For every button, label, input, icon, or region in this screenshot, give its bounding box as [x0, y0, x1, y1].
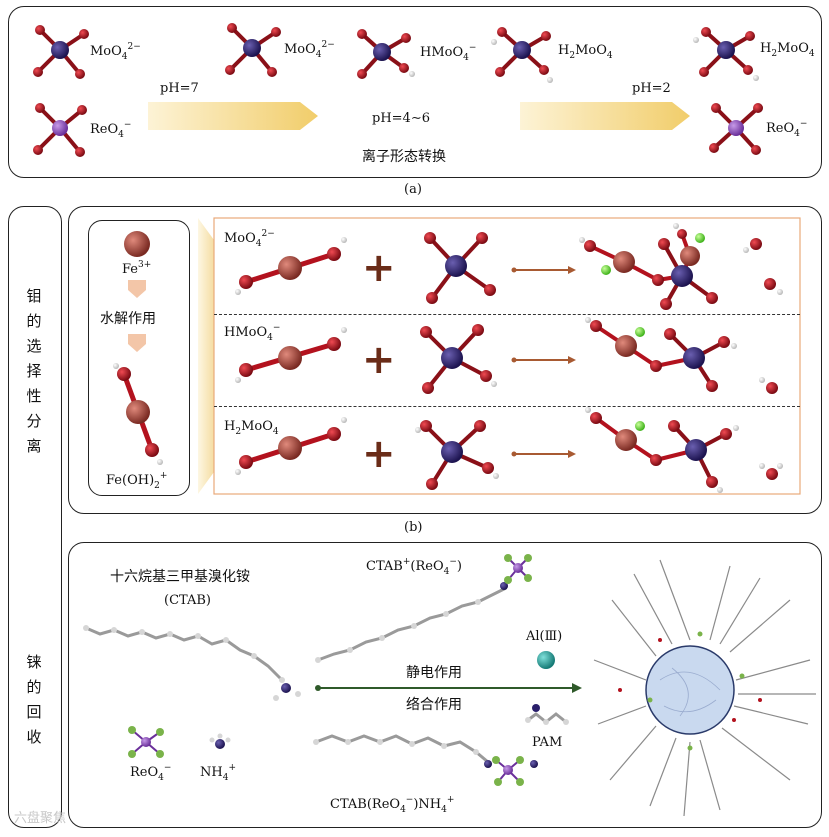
- panel-a-title: 离子形态转换: [362, 149, 446, 165]
- row3-label: H2MoO4: [224, 419, 279, 437]
- side-top-char: 分: [26, 412, 42, 430]
- label-ctab-name: 十六烷基三甲基溴化铵: [110, 569, 250, 585]
- hmoo4-molecule-a: [357, 29, 415, 79]
- label-complexation: 络合作用: [406, 697, 462, 713]
- label-moo4-a2: MoO42−: [284, 40, 335, 60]
- row3-plus: +: [362, 431, 396, 477]
- caption-b: (b): [404, 520, 423, 535]
- label-ph2: pH=2: [632, 81, 671, 96]
- row1-plus: +: [362, 245, 396, 291]
- side-bottom-char: 的: [26, 678, 42, 696]
- hydrolysis-arrow-1: [128, 280, 146, 298]
- moo4-molecule-a1: [33, 25, 89, 79]
- label-reo4-a1: ReO4−: [90, 120, 132, 140]
- label-electrostatic: 静电作用: [406, 665, 462, 681]
- label-feoh2: Fe(OH)2+: [106, 471, 168, 491]
- row1-product: [579, 223, 718, 310]
- row-divider-1: [214, 314, 800, 315]
- panel-c: [68, 542, 822, 828]
- label-ctab-reo4-nh4: CTAB(ReO4−)NH4+: [330, 795, 455, 815]
- row1-water-1: [743, 238, 762, 253]
- label-ph7: pH=7: [160, 81, 199, 96]
- nh4-molecule: [209, 733, 231, 749]
- label-h2moo4-a2: H2MoO4: [760, 41, 815, 59]
- fe-column-box: [88, 220, 190, 496]
- row3-water: [759, 463, 783, 480]
- row1-reaction-arrow: [511, 266, 576, 274]
- side-top-char: 的: [26, 312, 42, 330]
- row2-label: HMoO4−: [224, 323, 281, 343]
- row1-water-2: [764, 278, 783, 295]
- h2moo4-molecule-a1: [491, 27, 553, 83]
- panel-a: [8, 6, 822, 178]
- side-top-char: 选: [26, 337, 42, 355]
- green-arrow: [315, 683, 582, 693]
- moo4-molecule-a2: [225, 23, 281, 77]
- side-top-char: 钼: [26, 287, 42, 305]
- row2-plus: +: [362, 337, 396, 383]
- side-label-bottom: 铼的回收: [24, 650, 44, 750]
- row1-moo4: [424, 232, 496, 304]
- row2-feoh2: [235, 327, 347, 383]
- side-top-char: 性: [26, 387, 42, 405]
- pam-molecule: [525, 704, 569, 725]
- label-pam: PAM: [532, 735, 563, 750]
- watermark: 六盘聚焦: [14, 811, 67, 826]
- reo4-molecule-a2: [709, 103, 763, 155]
- panel-b: [68, 206, 822, 514]
- row3-h2moo4: [415, 420, 499, 490]
- label-al3: Al(Ⅲ): [526, 629, 563, 644]
- row-divider-2: [214, 406, 800, 407]
- row2-hmoo4: [420, 324, 497, 394]
- label-fe3: Fe3+: [122, 260, 152, 277]
- al3-atom: [537, 651, 555, 669]
- label-ph46: pH=4∼6: [372, 111, 430, 126]
- label-ctab-reo4: CTAB+(ReO4−): [366, 557, 462, 577]
- side-top-char: 择: [26, 362, 42, 380]
- reaction-box: [213, 217, 801, 495]
- label-hydrolysis: 水解作用: [100, 311, 156, 327]
- side-label-top: 钼的选择性分离: [24, 284, 44, 459]
- hydrolysis-arrow-2: [128, 334, 146, 352]
- ctab-reo4-nh4-molecule: [313, 734, 538, 786]
- fe3-atom: [124, 231, 150, 257]
- label-h2moo4-a1: H2MoO4: [558, 43, 613, 61]
- label-hmoo4-a: HMoO4−: [420, 43, 477, 63]
- side-bottom-char: 铼: [26, 653, 42, 671]
- fan-arrow: [198, 218, 214, 494]
- side-bottom-char: 回: [26, 703, 42, 721]
- side-panel: [8, 206, 62, 828]
- label-reo4-c: ReO4−: [130, 763, 172, 783]
- micelle: [593, 559, 816, 817]
- row2-product: [585, 317, 737, 392]
- label-nh4: NH4+: [200, 763, 236, 783]
- row3-feoh2: [235, 417, 347, 475]
- reo4-molecule-c: [128, 726, 164, 758]
- row2-reaction-arrow: [511, 356, 576, 364]
- caption-a: (a): [404, 182, 422, 197]
- ctab-molecule: [83, 625, 301, 701]
- ctab-reo4-molecule: [315, 554, 532, 663]
- side-bottom-char: 收: [26, 728, 42, 746]
- row3-product: [585, 407, 739, 493]
- label-ctab-abbr: (CTAB): [164, 593, 211, 608]
- label-reo4-a2: ReO4−: [766, 119, 808, 139]
- reo4-molecule-a1: [33, 103, 87, 157]
- ph7-arrow: [148, 102, 318, 130]
- label-moo4-a1: MoO42−: [90, 42, 141, 62]
- row1-label: MoO42−: [224, 229, 275, 249]
- row1-feoh2: [235, 237, 347, 295]
- row3-reaction-arrow: [511, 450, 576, 458]
- h2moo4-molecule-a2: [693, 27, 759, 81]
- row2-water: [759, 377, 778, 394]
- feoh2-molecule-left: [113, 363, 163, 465]
- side-top-char: 离: [26, 437, 42, 455]
- ph2-arrow: [520, 102, 690, 130]
